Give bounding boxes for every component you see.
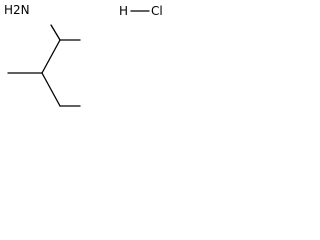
amine-label: H2N — [4, 3, 30, 17]
bond-c3-c4 — [41, 72, 61, 107]
hcl-hydrogen-label: H — [119, 4, 128, 18]
skeletal-bonds — [7, 24, 81, 107]
bond-n-c2 — [50, 24, 61, 41]
hcl-chlorine-label: Cl — [151, 4, 163, 18]
structural-formula: H2N H Cl — [4, 3, 163, 107]
hydrochloride: H Cl — [119, 4, 163, 18]
bond-c2-c3 — [41, 39, 61, 74]
